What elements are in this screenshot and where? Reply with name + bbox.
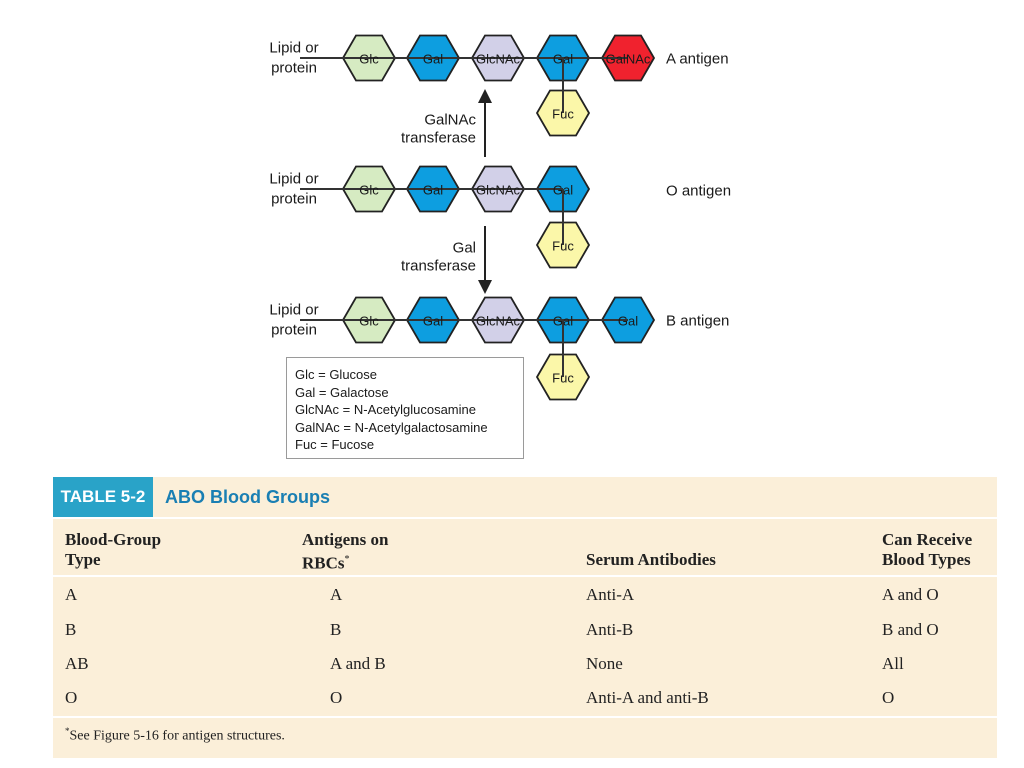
gal-transferase-line2: transferase — [401, 258, 476, 275]
cell-antibodies: Anti-A — [586, 585, 635, 604]
header-blood-group-type: Blood-Group Type — [65, 530, 162, 569]
b-antigen-label: B antigen — [666, 313, 729, 330]
header-serum-antibodies: Serum Antibodies — [586, 550, 716, 569]
abo-blood-groups-table: TABLE 5-2 ABO Blood Groups Blood-Group T… — [53, 477, 997, 758]
legend-item-galnac: GalNAc = N-Acetylgalactosamine — [295, 419, 488, 435]
cell-antibodies: Anti-B — [586, 620, 634, 639]
divider — [53, 716, 997, 718]
legend-item-fuc: Fuc = Fucose — [295, 437, 375, 452]
gal-label: Gal — [553, 183, 573, 198]
cell-antigens: B — [330, 620, 342, 639]
divider — [53, 517, 997, 519]
glcnac-label: GlcNAc — [476, 314, 521, 329]
a-antigen-label: A antigen — [666, 51, 729, 68]
galnac-transferase-line2: transferase — [401, 130, 476, 147]
galnac-transferase-line1: GalNAc — [424, 112, 476, 129]
glc-label: Glc — [359, 314, 379, 329]
galnac-label: GalNAc — [606, 52, 651, 67]
table-header-bar: TABLE 5-2 ABO Blood Groups — [53, 477, 997, 517]
table-title: ABO Blood Groups — [165, 487, 330, 507]
row-label-line2: protein — [271, 60, 317, 77]
table-number: TABLE 5-2 — [53, 477, 153, 517]
row-label-line2: protein — [271, 191, 317, 208]
cell-receive: All — [882, 654, 904, 673]
header-can-receive: Can Receive Blood Types — [882, 530, 973, 569]
glc-label: Glc — [359, 183, 379, 198]
gal-transferase-line1: Gal — [453, 240, 476, 257]
legend-item-glcnac: GlcNAc = N-Acetylglucosamine — [295, 402, 476, 417]
gal-label: Gal — [423, 52, 443, 67]
divider — [53, 575, 997, 577]
row-label-line2: protein — [271, 322, 317, 339]
legend-item-glc: Glc = Glucose — [295, 367, 378, 382]
cell-type: O — [65, 688, 78, 707]
cell-antibodies: Anti-A and anti-B — [586, 688, 709, 707]
cell-type: B — [65, 620, 77, 639]
cell-receive: A and O — [882, 585, 939, 604]
cell-antigens: A — [330, 585, 343, 604]
glc-label: Glc — [359, 52, 379, 67]
gal-label: Gal — [618, 314, 638, 329]
table-footnote: *See Figure 5-16 for antigen structures. — [65, 726, 285, 744]
fuc-label: Fuc — [552, 107, 574, 122]
cell-antigens: O — [330, 688, 343, 707]
gal-label: Gal — [423, 314, 443, 329]
legend-item-gal: Gal = Galactose — [295, 384, 389, 400]
row-label-line1: Lipid or — [269, 171, 318, 188]
cell-antibodies: None — [586, 654, 623, 673]
row-label-line1: Lipid or — [269, 40, 318, 57]
gal-label: Gal — [553, 314, 573, 329]
cell-type: A — [65, 585, 78, 604]
glcnac-label: GlcNAc — [476, 183, 521, 198]
cell-type: AB — [65, 654, 89, 673]
glcnac-label: GlcNAc — [476, 52, 521, 67]
sugar-legend: Glc = Glucose Gal = Galactose GlcNAc = N… — [286, 357, 524, 459]
row-label-line1: Lipid or — [269, 302, 318, 319]
header-antigens-on-rbcs: Antigens on RBCs* — [302, 530, 389, 573]
fuc-label: Fuc — [552, 371, 574, 386]
fuc-label: Fuc — [552, 239, 574, 254]
cell-receive: O — [882, 688, 895, 707]
gal-label: Gal — [553, 52, 573, 67]
cell-antigens: A and B — [330, 654, 386, 673]
gal-label: Gal — [423, 183, 443, 198]
o-antigen-label: O antigen — [666, 183, 731, 200]
cell-receive: B and O — [882, 620, 939, 639]
